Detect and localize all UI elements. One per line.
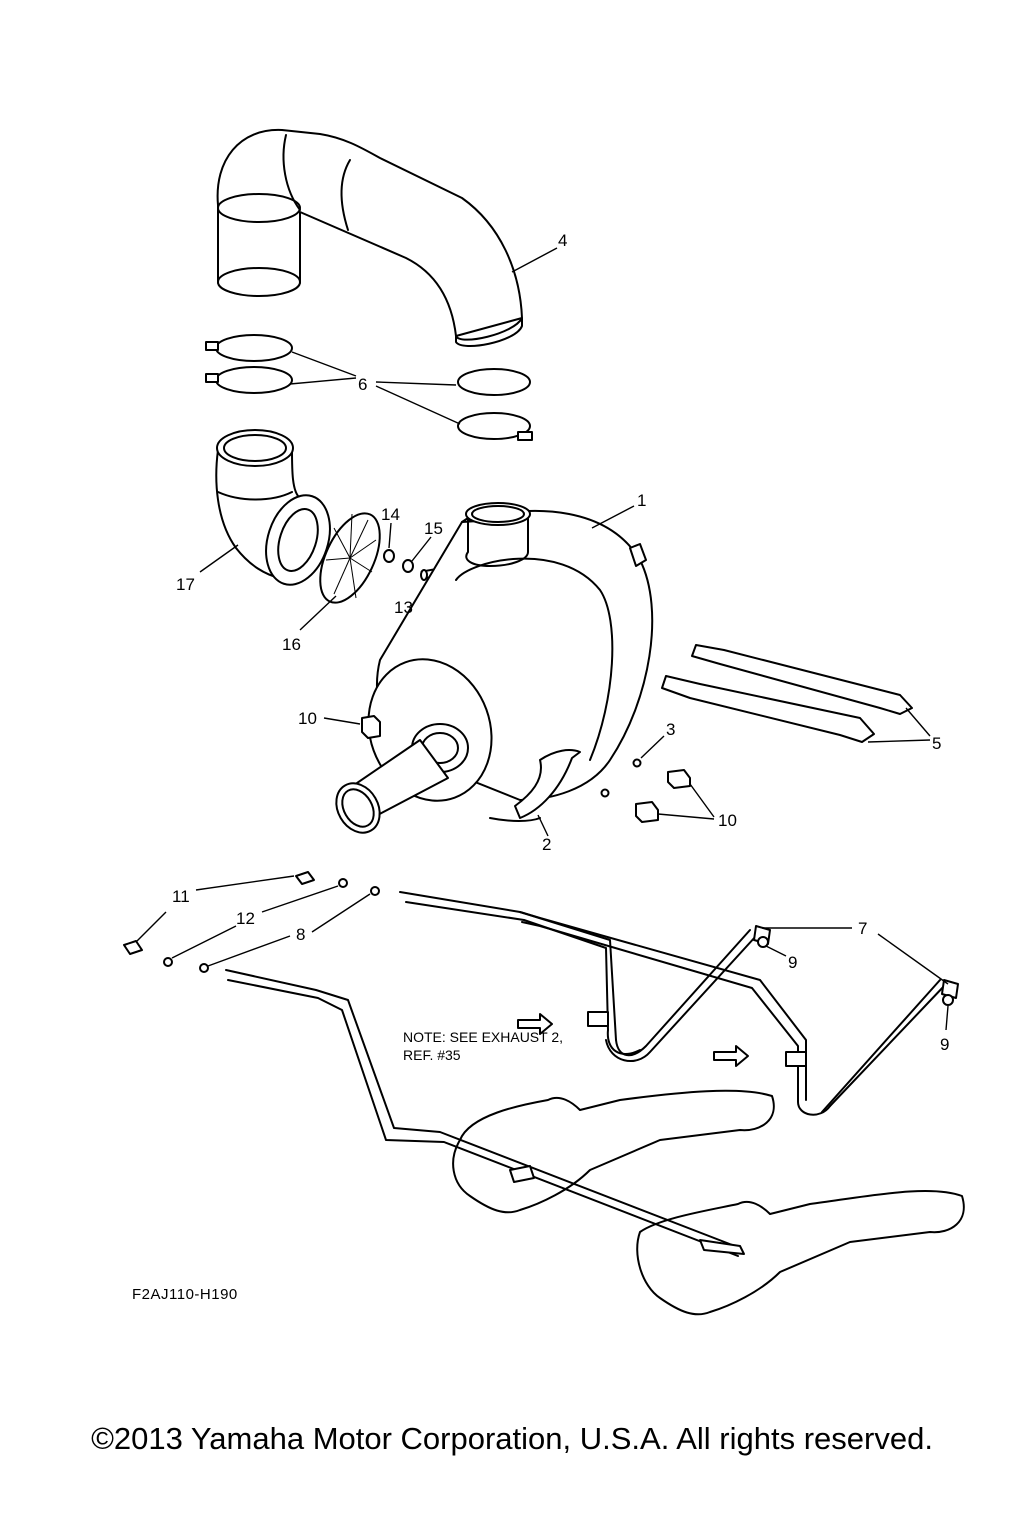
callout-7: 7 bbox=[858, 919, 867, 938]
leaders-5 bbox=[867, 707, 931, 743]
leader-2 bbox=[537, 814, 549, 837]
leader-14 bbox=[388, 522, 392, 549]
callout-4: 4 bbox=[558, 231, 567, 250]
copyright-notice: ©2013 Yamaha Motor Corporation, U.S.A. A… bbox=[91, 1421, 933, 1456]
callout-15: 15 bbox=[424, 519, 443, 538]
exhaust-manifold-outline bbox=[452, 1089, 965, 1316]
washer-14 bbox=[383, 549, 395, 563]
muffler bbox=[335, 502, 654, 834]
callout-2: 2 bbox=[542, 835, 551, 854]
leaders-12 bbox=[171, 885, 339, 959]
direction-arrows bbox=[517, 1013, 749, 1067]
callout-5: 5 bbox=[932, 734, 941, 753]
callout-11: 11 bbox=[172, 887, 190, 906]
leader-4 bbox=[511, 247, 558, 273]
leader-3 bbox=[640, 735, 665, 759]
leaders-6 bbox=[289, 351, 461, 425]
callout-9a: 9 bbox=[788, 953, 797, 972]
water-hoses bbox=[225, 891, 959, 1257]
fittings-8 bbox=[199, 886, 380, 973]
leader-16 bbox=[299, 595, 337, 631]
callout-13: 13 bbox=[394, 598, 413, 617]
callout-17: 17 bbox=[176, 575, 195, 594]
muffler-bracket bbox=[489, 749, 581, 822]
leaders-7 bbox=[762, 927, 949, 985]
callout-8: 8 bbox=[296, 925, 305, 944]
callout-14: 14 bbox=[381, 505, 400, 524]
hose-clamps bbox=[205, 334, 533, 441]
leader-15 bbox=[411, 536, 432, 562]
leaders-11 bbox=[135, 875, 295, 943]
callout-1: 1 bbox=[637, 491, 646, 510]
exhaust-elbow-pipe bbox=[216, 128, 523, 347]
leaders-10 bbox=[323, 717, 715, 820]
leaders-9 bbox=[765, 945, 949, 1031]
callout-6: 6 bbox=[358, 375, 367, 394]
callout-3: 3 bbox=[666, 720, 675, 739]
clips-10 bbox=[361, 715, 691, 823]
callout-9b: 9 bbox=[940, 1035, 949, 1054]
screw-3 bbox=[600, 758, 642, 798]
joints-9 bbox=[757, 936, 954, 1006]
leaders-8 bbox=[207, 893, 371, 967]
callout-10a: 10 bbox=[298, 709, 317, 728]
muffler-straps bbox=[661, 644, 913, 743]
leader-17 bbox=[199, 544, 239, 573]
callout-labels: 4 6 1 14 15 17 13 16 10 3 5 10 2 11 12 8… bbox=[172, 231, 949, 1054]
figure-code: F2AJ110-H190 bbox=[132, 1286, 238, 1303]
fittings-11 bbox=[123, 871, 315, 955]
note-line-2: REF. #35 bbox=[403, 1047, 461, 1063]
callout-10b: 10 bbox=[718, 811, 737, 830]
callout-16: 16 bbox=[282, 635, 301, 654]
fittings-12 bbox=[163, 878, 348, 967]
note-line-1: NOTE: SEE EXHAUST 2, bbox=[403, 1029, 563, 1045]
leader-1 bbox=[591, 505, 635, 529]
nut-15 bbox=[402, 559, 414, 573]
callout-12: 12 bbox=[236, 909, 255, 928]
